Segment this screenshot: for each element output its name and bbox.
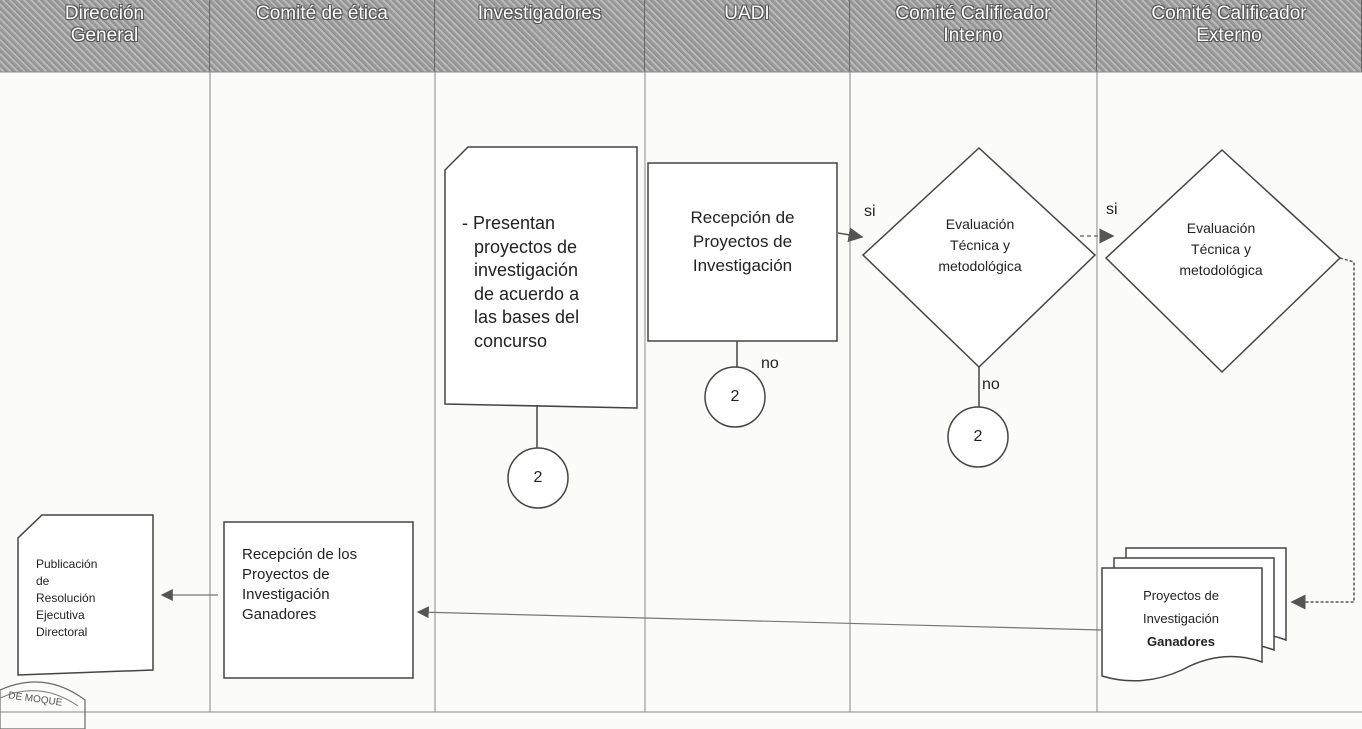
lane-title-line1: Investigadores	[477, 3, 602, 24]
evaluacion-externo-diamond	[1104, 148, 1342, 374]
presentan-line: concurso	[474, 330, 548, 351]
seal-stamp-inner	[0, 690, 79, 707]
publicacion-line: Resolución	[36, 591, 96, 605]
presentan-text: - Presentan proyectos de investigación d…	[462, 212, 632, 353]
connector-label-3: 2	[973, 428, 983, 445]
arrow-uadi-to-interno	[837, 227, 864, 243]
publicacion-line: Publicación	[36, 557, 98, 571]
lane-header-direccion-general: Dirección General	[0, 0, 210, 72]
ganadores-line: Ganadores	[1147, 634, 1215, 649]
connector-label-1: 2	[533, 469, 543, 486]
eval-externo-line: Técnica y	[1191, 241, 1251, 257]
eval-interno-text: Evaluación Técnica y metodológica	[915, 214, 1045, 277]
recepcion-etica-box	[223, 521, 414, 679]
lane-title-line2: Externo	[1196, 25, 1262, 46]
ganadores-text: Proyectos de Investigación Ganadores	[1110, 584, 1252, 653]
recepcion-etica-line: Ganadores	[242, 606, 317, 623]
ganadores-line: Proyectos de	[1143, 588, 1219, 603]
lane-title-line1: Comité de ética	[255, 3, 388, 24]
publicacion-line: de	[36, 574, 50, 588]
lane-title-line1: UADI	[724, 3, 770, 24]
presentan-line: - Presentan	[462, 213, 556, 233]
lane-header-comite-etica: Comité de ética	[210, 0, 435, 72]
label-no-uadi: no	[761, 355, 779, 372]
eval-externo-line: metodológica	[1179, 262, 1263, 278]
lane-title-line2: Interno	[943, 25, 1003, 46]
seal-stamp	[0, 681, 86, 729]
recepcion-etica-line: Investigación	[242, 586, 330, 603]
presentan-line: investigación	[474, 260, 579, 280]
publicacion-text: Publicación de Resolución Ejecutiva Dire…	[36, 556, 146, 641]
lane-title-line1: Comité Calificador	[895, 3, 1051, 24]
eval-interno-line: Técnica y	[950, 237, 1010, 253]
arrow-externo-to-ganadores	[1290, 257, 1355, 610]
arrow-ganadores-to-etica	[416, 606, 1102, 631]
publicacion-document-shape	[17, 514, 154, 676]
recepcion-etica-line: Recepción de los	[242, 546, 358, 563]
lane-title-line1: Comité Calificador	[1151, 3, 1307, 24]
connector-circle-3	[947, 406, 1009, 468]
eval-externo-text: Evaluación Técnica y metodológica	[1156, 218, 1286, 281]
presentan-line: las bases del	[474, 307, 580, 327]
presentan-document-shape	[444, 146, 638, 409]
presentan-line: de acuerdo a	[474, 283, 580, 304]
ganadores-multidocument-shape	[1101, 547, 1287, 682]
recepcion-uadi-line: Investigación	[692, 256, 793, 275]
connector-label-2: 2	[730, 388, 740, 405]
label-si-externo: si	[1106, 201, 1118, 218]
eval-interno-line: metodológica	[938, 258, 1022, 274]
lane-title-line2: General	[70, 25, 139, 46]
eval-externo-line: Evaluación	[1186, 220, 1256, 236]
lane-dividers	[0, 71, 1362, 713]
recepcion-etica-text: Recepción de los Proyectos de Investigac…	[242, 545, 410, 625]
publicacion-line: Ejecutiva	[36, 608, 85, 622]
presentan-line: proyectos de	[474, 236, 578, 257]
lane-header-investigadores: Investigadores	[435, 0, 645, 72]
publicacion-line: Directoral	[36, 625, 88, 639]
connector-circle-2	[704, 366, 766, 428]
lane-header-comite-interno: Comité Calificador Interno	[850, 0, 1097, 72]
recepcion-uadi-line: Recepción de	[690, 208, 795, 227]
lane-title-line1: Dirección	[64, 3, 145, 24]
recepcion-etica-line: Proyectos de	[242, 566, 330, 583]
connector-circle-1	[507, 447, 569, 509]
recepcion-uadi-text: Recepción de Proyectos de Investigación	[648, 206, 837, 278]
recepcion-uadi-line: Proyectos de	[692, 232, 793, 251]
label-no-interno: no	[982, 376, 1000, 393]
lane-header-uadi: UADI	[645, 0, 850, 72]
lane-header-comite-externo: Comité Calificador Externo	[1097, 0, 1362, 72]
recepcion-uadi-box	[647, 162, 838, 342]
eval-interno-line: Evaluación	[945, 216, 1015, 232]
label-si-interno: si	[864, 203, 876, 220]
ganadores-line: Investigación	[1143, 611, 1219, 626]
